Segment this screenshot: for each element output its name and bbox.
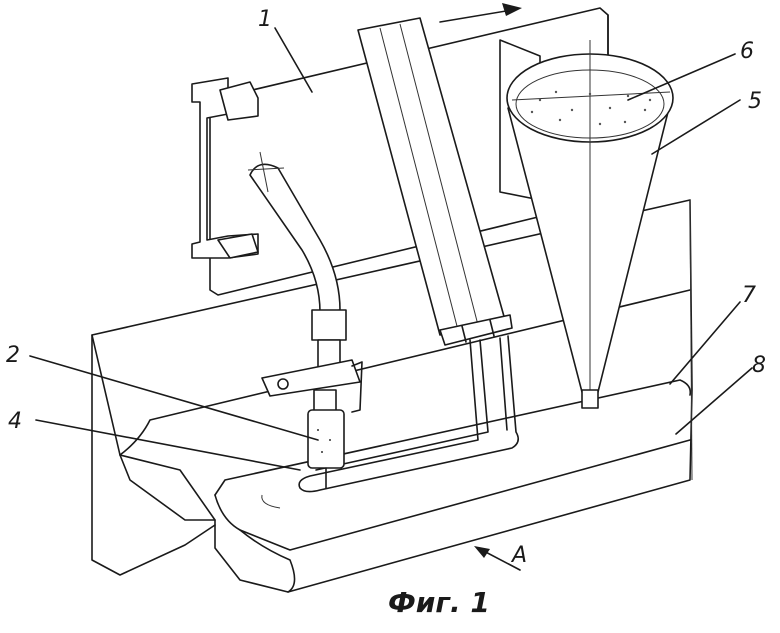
- label-view-a: A: [510, 543, 527, 568]
- powder-fill: [530, 90, 652, 126]
- burner-pipe: [247, 151, 347, 371]
- mounting-plate: [261, 359, 363, 413]
- label-2: 2: [6, 343, 20, 368]
- label-7: 7: [742, 283, 756, 308]
- leader-lines: [29, 27, 753, 571]
- label-5: 5: [748, 89, 762, 114]
- left-bracket: [191, 77, 259, 259]
- trough-body: [91, 199, 693, 593]
- label-4: 4: [8, 409, 22, 434]
- inclined-pipe: [357, 17, 513, 346]
- motion-arrow: [439, 3, 522, 23]
- label-6: 6: [740, 39, 754, 64]
- figure-caption: Фиг. 1: [388, 586, 490, 619]
- label-8: 8: [752, 353, 766, 378]
- nozzle: [307, 389, 345, 489]
- bent-tubes: [298, 335, 520, 493]
- label-1: 1: [258, 7, 272, 32]
- funnel: [506, 40, 674, 409]
